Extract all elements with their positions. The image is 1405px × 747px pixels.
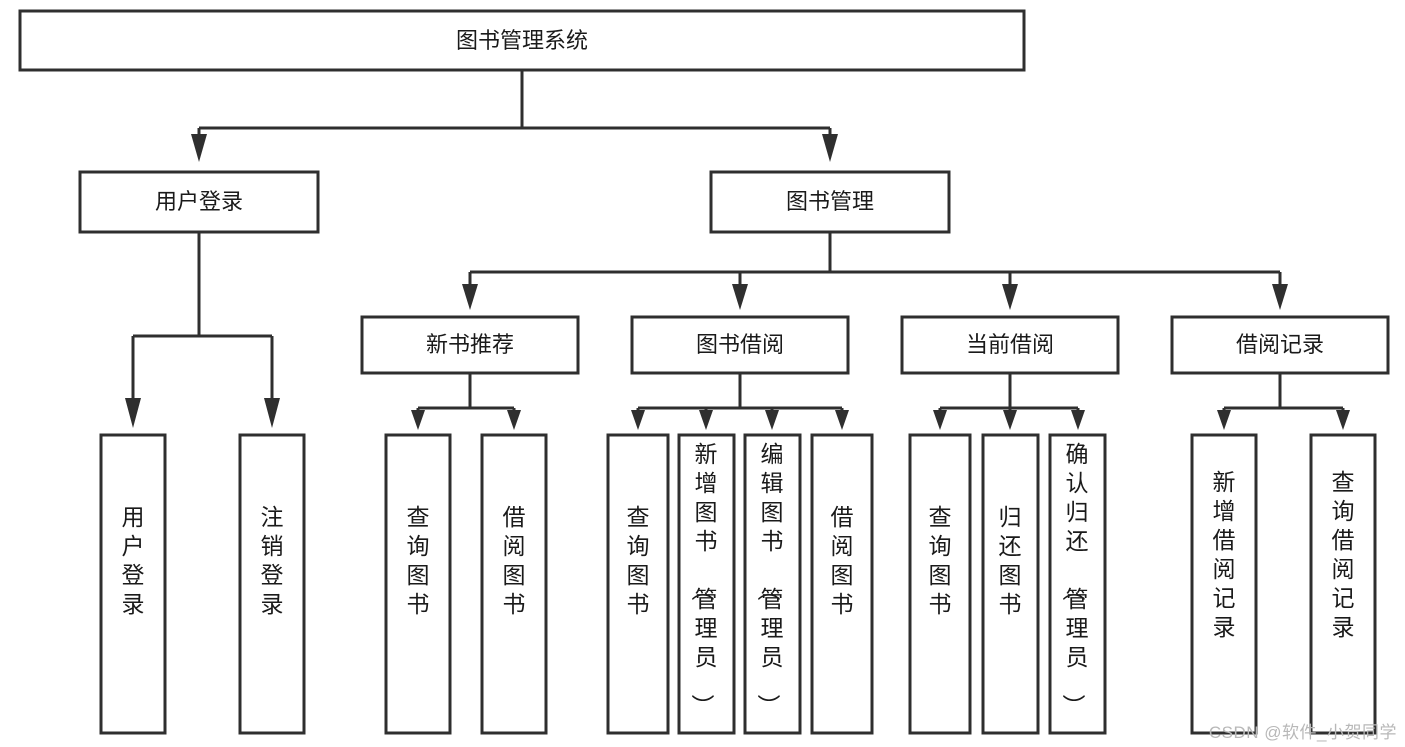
node-book-borrow-box: [630, 315, 850, 375]
node-leaf-bb-query-label: 查询图书: [627, 504, 650, 617]
node-leaf-rec-borrow[interactable]: 借阅图书: [480, 433, 548, 735]
arrow-to-leaf-user-login-icon: [125, 398, 141, 428]
arrow-to-user-login-icon: [191, 134, 207, 162]
node-current-borrow-box: [900, 315, 1120, 375]
node-new-book-rec[interactable]: 新书推荐: [360, 315, 580, 375]
node-leaf-rec-query[interactable]: 查询图书: [384, 433, 452, 735]
node-new-book-rec-box: [360, 315, 580, 375]
node-leaf-bb-query-box: [606, 433, 670, 735]
node-leaf-bb-add[interactable]: 新增图书（管理员）: [677, 433, 736, 735]
node-leaf-bb-add-box: [677, 433, 736, 735]
node-leaf-cb-confirm-box: [1048, 433, 1107, 735]
node-leaf-bb-borrow[interactable]: 借阅图书: [810, 433, 874, 735]
node-leaf-br-add-box: [1190, 433, 1258, 735]
node-book-manage-box: [709, 170, 951, 234]
edge-book-manage-to-level3: [462, 232, 1288, 310]
node-leaf-br-query-label: 查询借阅记录: [1332, 469, 1355, 640]
node-leaf-cb-query[interactable]: 查询图书: [908, 433, 972, 735]
node-borrow-record[interactable]: 借阅记录: [1170, 315, 1390, 375]
node-leaf-user-logout[interactable]: 注销登录: [238, 433, 306, 735]
node-root[interactable]: 图书管理系统: [18, 9, 1026, 72]
edge-book-borrow-to-leaves: [631, 373, 849, 430]
arrow-to-leaf-br-query-icon: [1336, 410, 1350, 430]
node-leaf-br-add[interactable]: 新增借阅记录: [1190, 433, 1258, 735]
arrow-to-leaf-bb-edit-icon: [765, 410, 779, 430]
edge-new-book-rec-to-leaves: [411, 373, 521, 430]
node-leaf-cb-return-label: 归还图书: [999, 504, 1022, 617]
arrow-to-leaf-br-add-icon: [1217, 410, 1231, 430]
arrow-to-leaf-rec-borrow-icon: [507, 410, 521, 430]
arrow-to-leaf-bb-query-icon: [631, 410, 645, 430]
node-user-login[interactable]: 用户登录: [78, 170, 320, 234]
node-leaf-rec-borrow-label: 借阅图书: [503, 504, 526, 617]
csdn-watermark: CSDN @软件_小贺同学: [1208, 723, 1397, 742]
node-user-login-label: 用户登录: [155, 189, 243, 214]
node-leaf-cb-confirm[interactable]: 确认归还（管理员）: [1048, 433, 1107, 735]
node-new-book-rec-label: 新书推荐: [426, 332, 514, 357]
node-current-borrow-label: 当前借阅: [966, 332, 1054, 357]
arrow-to-leaf-cb-return-icon: [1003, 410, 1017, 430]
edge-user-login-to-leaves: [125, 232, 280, 428]
node-leaf-bb-edit[interactable]: 编辑图书（管理员）: [743, 433, 802, 735]
arrow-to-leaf-cb-confirm-icon: [1071, 410, 1085, 430]
node-leaf-bb-query[interactable]: 查询图书: [606, 433, 670, 735]
arrow-to-current-borrow-icon: [1002, 284, 1018, 310]
arrow-to-borrow-record-icon: [1272, 284, 1288, 310]
node-leaf-bb-edit-label: 编辑图书（管理员）: [756, 441, 784, 717]
node-leaf-user-login-box: [99, 433, 167, 735]
node-book-borrow[interactable]: 图书借阅: [630, 315, 850, 375]
edge-root-to-level2: [191, 70, 838, 162]
node-leaf-br-query-box: [1309, 433, 1377, 735]
arrow-to-leaf-rec-query-icon: [411, 410, 425, 430]
node-root-box: [18, 9, 1026, 72]
node-leaf-rec-query-box: [384, 433, 452, 735]
node-root-label: 图书管理系统: [456, 28, 588, 53]
edge-current-borrow-to-leaves: [933, 373, 1085, 430]
arrow-to-leaf-cb-query-icon: [933, 410, 947, 430]
node-current-borrow[interactable]: 当前借阅: [900, 315, 1120, 375]
arrow-to-new-book-rec-icon: [462, 284, 478, 310]
node-leaf-rec-query-label: 查询图书: [407, 504, 430, 617]
node-leaf-cb-confirm-label: 确认归还（管理员）: [1061, 441, 1089, 717]
node-leaf-rec-borrow-box: [480, 433, 548, 735]
node-leaf-cb-query-box: [908, 433, 972, 735]
arrow-to-leaf-user-logout-icon: [264, 398, 280, 428]
arrow-to-leaf-bb-add-icon: [699, 410, 713, 430]
node-leaf-bb-add-label: 新增图书（管理员）: [690, 441, 718, 717]
node-leaf-br-add-label: 新增借阅记录: [1213, 469, 1236, 640]
node-book-borrow-label: 图书借阅: [696, 332, 784, 357]
node-leaf-bb-borrow-box: [810, 433, 874, 735]
arrow-to-book-borrow-icon: [732, 284, 748, 310]
node-leaf-bb-borrow-label: 借阅图书: [831, 504, 854, 617]
node-leaf-cb-return[interactable]: 归还图书: [981, 433, 1040, 735]
node-borrow-record-label: 借阅记录: [1236, 332, 1324, 357]
node-leaf-user-login-label: 用户登录: [122, 504, 145, 617]
node-user-login-box: [78, 170, 320, 234]
node-book-manage-label: 图书管理: [786, 189, 874, 214]
arrow-to-book-manage-icon: [822, 134, 838, 162]
node-leaf-bb-edit-box: [743, 433, 802, 735]
node-leaf-br-query[interactable]: 查询借阅记录: [1309, 433, 1377, 735]
arrow-to-leaf-bb-borrow-icon: [835, 410, 849, 430]
node-leaf-user-logout-label: 注销登录: [261, 504, 284, 617]
node-leaf-cb-return-box: [981, 433, 1040, 735]
node-leaf-user-logout-box: [238, 433, 306, 735]
edge-borrow-record-to-leaves: [1217, 373, 1350, 430]
node-borrow-record-box: [1170, 315, 1390, 375]
node-leaf-cb-query-label: 查询图书: [929, 504, 952, 617]
node-book-manage[interactable]: 图书管理: [709, 170, 951, 234]
node-leaf-user-login[interactable]: 用户登录: [99, 433, 167, 735]
